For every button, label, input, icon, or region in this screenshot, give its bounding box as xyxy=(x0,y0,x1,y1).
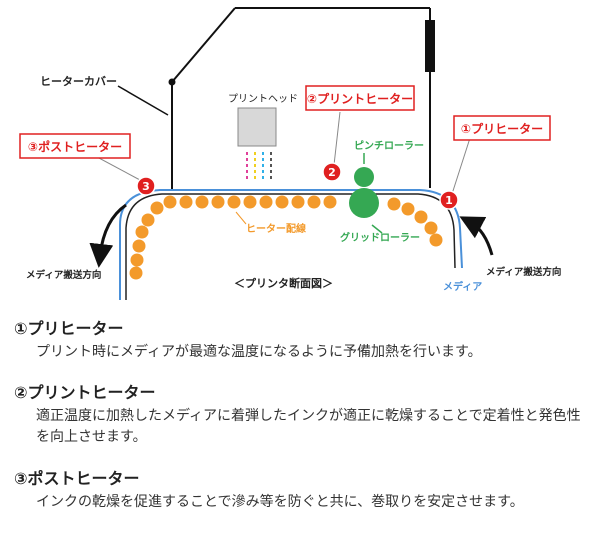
heater-wire-dot xyxy=(424,221,438,235)
svg-text:1: 1 xyxy=(445,194,453,207)
heater-wire-dot xyxy=(135,225,149,239)
heater-wire-dot xyxy=(132,239,146,253)
heater-wire-dot xyxy=(401,202,415,216)
svg-text:①プリヒーター: ①プリヒーター xyxy=(461,121,543,136)
post-heater-text: インクの乾燥を促進することで滲み等を防ぐと共に、巻取りを安定させます。 xyxy=(36,494,524,510)
print-heater-text: 適正温度に加熱したメディアに着弾したインクが適正に乾燥することで定着性と発色性を… xyxy=(36,408,581,445)
heater-wire-dot xyxy=(307,195,321,209)
heater-wire-dot xyxy=(259,195,273,209)
pinch-roller-label: ピンチローラー xyxy=(354,140,424,152)
pre-heater-label-box: ①プリヒーター xyxy=(453,115,551,141)
media-path xyxy=(119,189,463,300)
print-heater-description: ②プリントヒーター 適正温度に加熱したメディアに着弾したインクが適正に乾燥するこ… xyxy=(14,382,594,448)
heater-cover xyxy=(117,7,435,190)
post-heater-description: ③ポストヒーター インクの乾燥を促進することで滲み等を防ぐと共に、巻取りを安定さ… xyxy=(14,468,594,513)
heater-wire-dot xyxy=(150,201,164,215)
heater-wire-dot xyxy=(129,266,143,280)
media-label: メディア xyxy=(443,280,482,293)
print-head xyxy=(237,107,277,180)
marker-2: 2 xyxy=(322,162,342,182)
media-feed-arrow-left xyxy=(89,203,127,268)
heater-wire-dot xyxy=(227,195,241,209)
heater-cover-label: ヒーターカバー xyxy=(40,75,117,88)
pre-heater-text: プリント時にメディアが最適な温度になるように予備加熱を行います。 xyxy=(36,344,482,360)
post-heater-label-box: ③ポストヒーター xyxy=(19,133,131,159)
media-feed-arrow-right xyxy=(459,216,494,256)
heater-wire-dot xyxy=(211,195,225,209)
post-heater-title: ③ポストヒーター xyxy=(14,469,140,488)
heater-wire-dot xyxy=(387,197,401,211)
heater-wire-dot xyxy=(130,253,144,267)
pre-heater-description: ①プリヒーター プリント時にメディアが最適な温度になるように予備加熱を行います。 xyxy=(14,318,594,363)
pinch-roller xyxy=(354,167,374,187)
heater-wire-dot xyxy=(163,195,177,209)
pre-heater-title: ①プリヒーター xyxy=(14,319,124,338)
heater-wiring-dots xyxy=(129,195,443,280)
heater-wire-dot xyxy=(243,195,257,209)
svg-text:2: 2 xyxy=(328,166,336,179)
heater-wiring-label: ヒーター配線 xyxy=(246,222,306,235)
grid-roller xyxy=(349,188,379,218)
print-heater-title: ②プリントヒーター xyxy=(14,383,156,402)
heater-wire-dot xyxy=(429,233,443,247)
printer-cross-section-diagram: 1 2 3 ヒーターカバー プリントヘッド ②プリントヒーター ①プリヒーター … xyxy=(19,7,561,300)
media-feed-left-label: メディア搬送方向 xyxy=(26,269,101,281)
heater-wire-dot xyxy=(291,195,305,209)
heater-wire-dot xyxy=(323,195,337,209)
print-head-label: プリントヘッド xyxy=(228,93,298,105)
heater-wire-dot xyxy=(275,195,289,209)
platen-outline xyxy=(125,193,456,300)
svg-text:③ポストヒーター: ③ポストヒーター xyxy=(28,139,122,154)
heater-wire-dot xyxy=(141,213,155,227)
svg-text:②プリントヒーター: ②プリントヒーター xyxy=(307,91,413,106)
diagram-caption: ＜プリンタ断面図＞ xyxy=(234,276,333,290)
heater-wire-dot xyxy=(195,195,209,209)
media-feed-right-label: メディア搬送方向 xyxy=(486,266,561,278)
svg-text:3: 3 xyxy=(142,180,150,193)
marker-1: 1 xyxy=(439,190,459,210)
heater-wire-dot xyxy=(414,210,428,224)
marker-3: 3 xyxy=(136,176,156,196)
print-heater-label-box: ②プリントヒーター xyxy=(305,85,415,111)
grid-roller-label: グリッドローラー xyxy=(340,231,420,244)
heater-wire-dot xyxy=(179,195,193,209)
